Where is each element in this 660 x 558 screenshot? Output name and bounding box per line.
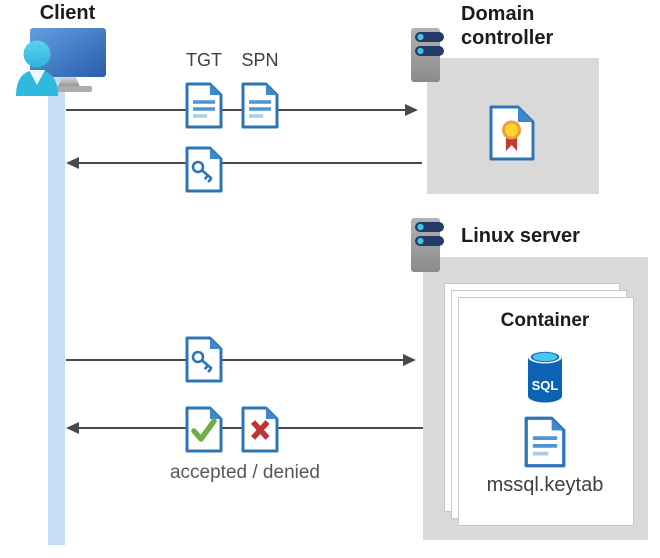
client-title: Client	[39, 2, 96, 24]
certificate-icon	[489, 105, 535, 161]
domain-controller-title: Domain controller	[461, 3, 554, 49]
client-icon	[16, 28, 106, 96]
server-icon	[411, 28, 444, 82]
result-caption: accepted / denied	[169, 462, 320, 483]
arrow-dc-to-client	[78, 162, 422, 164]
arrow-client-to-dc	[66, 109, 406, 111]
arrow-client-to-linux	[66, 359, 404, 361]
container-title: Container	[500, 310, 590, 331]
spn-document-icon	[241, 82, 279, 129]
keytab-label: mssql.keytab	[486, 474, 604, 496]
sql-label: SQL	[532, 378, 559, 393]
denied-document-icon	[241, 406, 279, 453]
arrowhead-right-icon	[403, 354, 416, 366]
client-lifeline	[48, 62, 65, 545]
sql-database-icon: SQL	[528, 350, 562, 403]
arrowhead-left-icon	[66, 422, 79, 434]
keytab-document-icon	[524, 416, 566, 468]
accepted-document-icon	[185, 406, 223, 453]
key-ticket-icon	[185, 146, 223, 193]
linux-server-title: Linux server	[461, 225, 580, 247]
key-ticket-icon	[185, 336, 223, 383]
container-card	[458, 297, 634, 526]
server-icon	[411, 218, 444, 272]
tgt-document-icon	[185, 82, 223, 129]
arrowhead-left-icon	[66, 157, 79, 169]
spn-label: SPN	[241, 50, 279, 70]
arrowhead-right-icon	[405, 104, 418, 116]
tgt-label: TGT	[186, 50, 222, 70]
